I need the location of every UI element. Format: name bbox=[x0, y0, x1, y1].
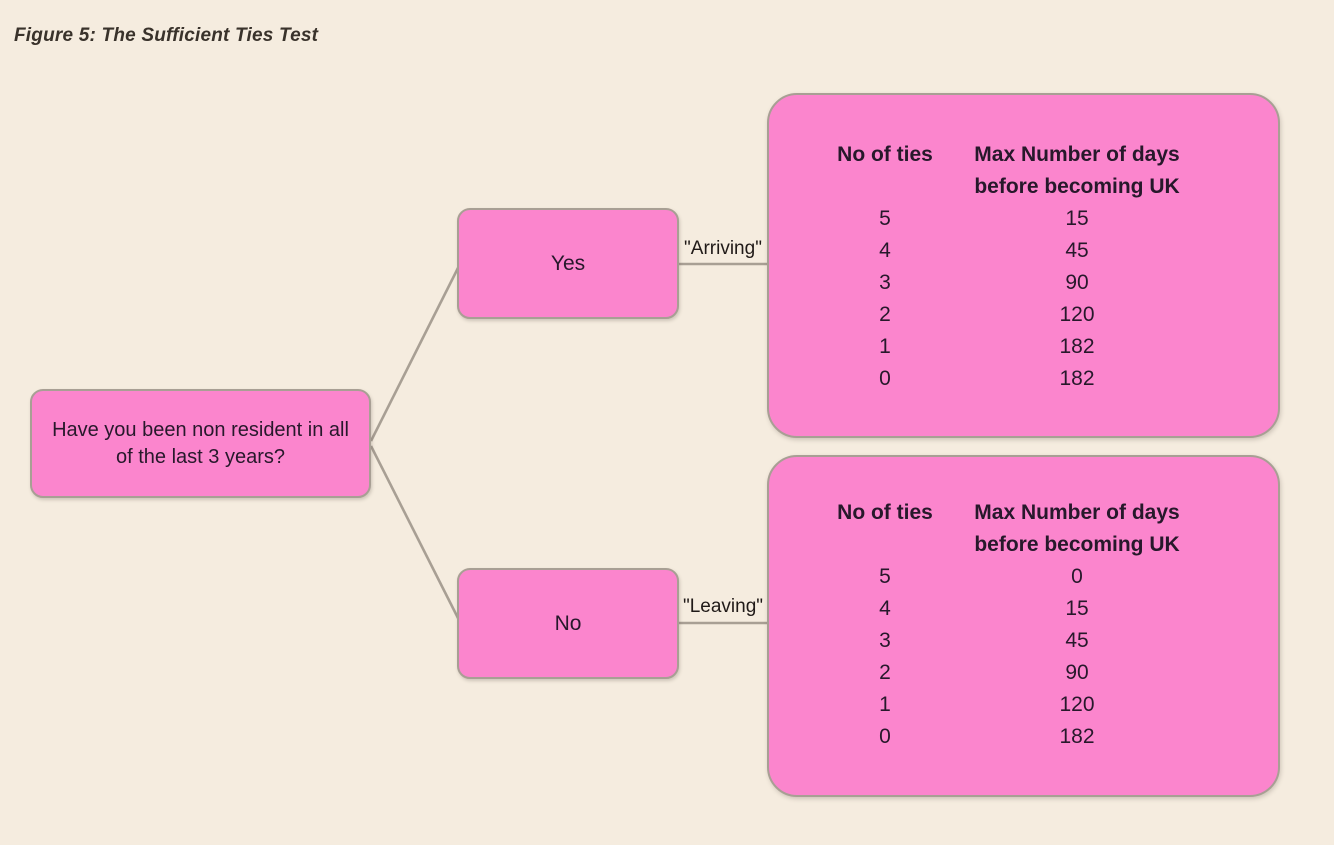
ties-column: No of ties 5 4 3 2 1 0 bbox=[769, 139, 1001, 395]
days-value: 90 bbox=[1065, 271, 1089, 294]
days-column-header-line1: Max Number of days bbox=[974, 501, 1180, 524]
no-node-label: No bbox=[554, 611, 582, 635]
edge-label-arriving: "Arriving" bbox=[684, 238, 762, 259]
no-node: No bbox=[457, 568, 679, 679]
days-column-header-line2: before becoming UK bbox=[974, 533, 1180, 556]
days-value: 0 bbox=[1071, 565, 1083, 588]
root-question-text: Have you been non resident in all of the… bbox=[52, 419, 349, 468]
figure-title: Figure 5: The Sufficient Ties Test bbox=[14, 25, 319, 46]
connector-root-yes bbox=[369, 263, 462, 442]
days-value: 120 bbox=[1059, 303, 1095, 326]
days-value: 182 bbox=[1059, 367, 1095, 390]
ties-value: 0 bbox=[879, 367, 891, 390]
days-value: 182 bbox=[1059, 725, 1095, 748]
yes-node-label: Yes bbox=[550, 251, 586, 275]
edge-label-leaving: "Leaving" bbox=[682, 596, 764, 617]
ties-column-header: No of ties bbox=[837, 501, 933, 524]
outcome-panel-leaving: No of ties 5 4 3 2 1 0 Max Number of day… bbox=[767, 455, 1280, 797]
ties-value: 3 bbox=[879, 271, 891, 294]
ties-column: No of ties 5 4 3 2 1 0 bbox=[769, 497, 1001, 753]
ties-value: 0 bbox=[879, 725, 891, 748]
ties-value: 1 bbox=[879, 335, 891, 358]
ties-value: 1 bbox=[879, 693, 891, 716]
ties-value: 5 bbox=[879, 207, 891, 230]
ties-value: 3 bbox=[879, 629, 891, 652]
ties-value: 5 bbox=[879, 565, 891, 588]
ties-column-header: No of ties bbox=[837, 143, 933, 166]
days-column: Max Number of days before becoming UK 15… bbox=[927, 139, 1227, 395]
days-value: 15 bbox=[1065, 597, 1089, 620]
yes-node: Yes bbox=[457, 208, 679, 319]
days-value: 45 bbox=[1065, 239, 1089, 262]
days-value: 15 bbox=[1065, 207, 1089, 230]
days-column-header-line2: before becoming UK bbox=[974, 175, 1180, 198]
ties-value: 2 bbox=[879, 303, 891, 326]
root-question-box: Have you been non resident in all of the… bbox=[30, 389, 371, 498]
outcome-panel-arriving: No of ties 5 4 3 2 1 0 Max Number of day… bbox=[767, 93, 1280, 438]
days-column-header-line1: Max Number of days bbox=[974, 143, 1180, 166]
days-value: 90 bbox=[1065, 661, 1089, 684]
connector-root-no bbox=[369, 445, 462, 623]
days-value: 120 bbox=[1059, 693, 1095, 716]
ties-value: 4 bbox=[879, 239, 891, 262]
ties-value: 4 bbox=[879, 597, 891, 620]
ties-value: 2 bbox=[879, 661, 891, 684]
days-column: Max Number of days before becoming UK 0 … bbox=[927, 497, 1227, 753]
days-value: 45 bbox=[1065, 629, 1089, 652]
days-value: 182 bbox=[1059, 335, 1095, 358]
